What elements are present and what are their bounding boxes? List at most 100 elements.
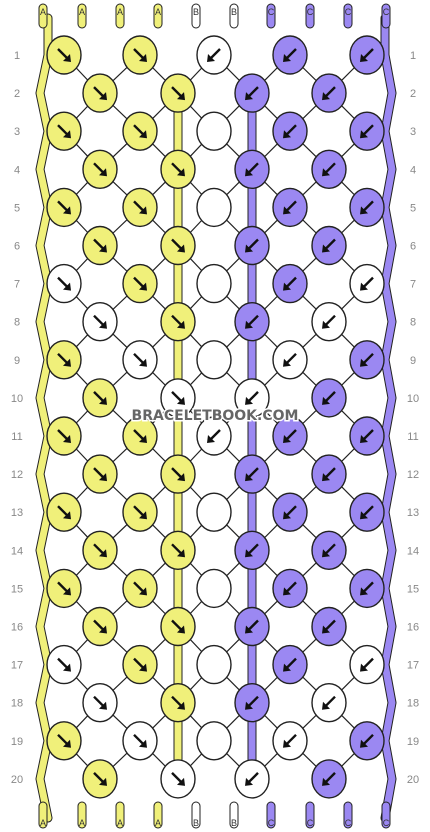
knot xyxy=(196,187,232,228)
row-number-left: 11 xyxy=(11,431,22,443)
knot xyxy=(196,111,232,151)
strand-label-bottom: C xyxy=(383,818,390,828)
strand-label-top: C xyxy=(383,7,390,17)
knot xyxy=(196,568,232,609)
arrow-down-left-icon xyxy=(322,86,336,101)
arrow-down-left-icon xyxy=(322,467,336,482)
arrow-down-left-icon xyxy=(360,581,374,596)
strand-label-bottom: B xyxy=(193,818,199,828)
arrow-down-left-icon xyxy=(245,695,259,710)
arrow-down-right-icon xyxy=(57,581,71,596)
knot xyxy=(196,263,232,304)
watermark: BRACELETBOOK.COM xyxy=(132,408,299,424)
arrow-down-right-icon xyxy=(133,505,147,520)
row-number-left: 17 xyxy=(11,660,23,672)
arrow-down-right-icon xyxy=(171,391,185,405)
arrow-down-left-icon xyxy=(283,581,297,596)
arrow-down-right-icon xyxy=(171,162,185,177)
arrow-down-right-icon xyxy=(133,733,147,748)
arrow-down-right-icon xyxy=(133,124,147,139)
arrow-down-right-icon xyxy=(93,543,107,558)
strand-label-top: A xyxy=(79,7,85,17)
row-number-right: 7 xyxy=(410,279,416,291)
row-number-left: 10 xyxy=(11,393,23,405)
arrow-down-left-icon xyxy=(207,429,221,443)
arrow-down-right-icon xyxy=(133,657,147,672)
strand-label-bottom: A xyxy=(155,818,161,828)
row-number-left: 5 xyxy=(14,202,20,214)
strand-label-bottom: A xyxy=(40,818,46,828)
row-number-left: 1 xyxy=(14,50,20,62)
arrow-down-left-icon xyxy=(322,391,336,405)
knot xyxy=(196,721,232,761)
arrow-down-left-icon xyxy=(360,505,374,520)
row-number-right: 11 xyxy=(407,431,418,443)
strand-label-bottom: C xyxy=(307,818,314,828)
arrow-down-left-icon xyxy=(245,772,259,786)
strand-label-bottom: A xyxy=(79,818,85,828)
row-number-left: 2 xyxy=(14,88,20,100)
arrow-down-left-icon xyxy=(283,352,297,367)
arrow-down-left-icon xyxy=(322,314,336,329)
arrow-down-left-icon xyxy=(360,124,374,139)
arrow-down-left-icon xyxy=(360,657,374,672)
strand-label-bottom: B xyxy=(231,818,237,828)
arrow-down-right-icon xyxy=(93,391,107,405)
arrow-down-right-icon xyxy=(57,505,71,520)
arrow-down-left-icon xyxy=(322,619,336,634)
row-number-left: 12 xyxy=(11,469,23,481)
strand-label-top: C xyxy=(268,7,275,17)
thread-purple-edge xyxy=(381,14,396,822)
arrow-down-left-icon xyxy=(360,429,374,443)
strand-label-top: A xyxy=(155,7,161,17)
row-number-left: 3 xyxy=(14,126,20,138)
row-number-right: 12 xyxy=(407,469,419,481)
row-number-left: 20 xyxy=(11,774,23,786)
row-number-right: 1 xyxy=(410,50,416,62)
arrow-down-right-icon xyxy=(93,86,107,101)
strand-label-top: B xyxy=(231,7,237,17)
row-number-left: 19 xyxy=(11,736,23,748)
arrow-down-right-icon xyxy=(93,772,107,786)
row-number-left: 9 xyxy=(14,355,20,367)
arrow-down-left-icon xyxy=(322,543,336,558)
arrow-down-right-icon xyxy=(171,314,185,329)
strand-label-bottom: C xyxy=(345,818,352,828)
arrow-down-right-icon xyxy=(93,467,107,482)
arrow-down-right-icon xyxy=(133,48,147,62)
arrow-down-right-icon xyxy=(133,581,147,596)
arrow-down-right-icon xyxy=(133,276,147,291)
row-number-right: 3 xyxy=(410,126,416,138)
row-number-right: 5 xyxy=(410,202,416,214)
arrow-down-left-icon xyxy=(245,543,259,558)
strand-label-top: A xyxy=(117,7,123,17)
strand-label-top: C xyxy=(345,7,352,17)
arrow-down-right-icon xyxy=(133,200,147,215)
strand-label-top: B xyxy=(193,7,199,17)
row-number-left: 15 xyxy=(11,583,23,595)
knot xyxy=(196,644,232,685)
arrow-down-left-icon xyxy=(245,86,259,101)
arrow-down-right-icon xyxy=(171,543,185,558)
row-number-right: 15 xyxy=(407,583,419,595)
arrow-down-right-icon xyxy=(133,352,147,367)
arrow-down-left-icon xyxy=(245,238,259,253)
strand-label-bottom: A xyxy=(117,818,123,828)
arrow-down-right-icon xyxy=(171,86,185,101)
row-number-right: 20 xyxy=(407,774,419,786)
strand-label-top: A xyxy=(40,7,46,17)
row-number-right: 16 xyxy=(407,622,419,634)
arrow-down-right-icon xyxy=(171,772,185,786)
arrow-down-left-icon xyxy=(360,352,374,367)
knot-layer xyxy=(46,35,385,799)
arrow-down-left-icon xyxy=(322,772,336,786)
row-number-right: 14 xyxy=(407,545,419,557)
arrow-down-left-icon xyxy=(245,619,259,634)
row-number-right: 6 xyxy=(410,241,416,253)
arrow-down-right-icon xyxy=(93,162,107,177)
arrow-down-right-icon xyxy=(93,619,107,634)
row-number-right: 9 xyxy=(410,355,416,367)
row-number-left: 13 xyxy=(11,507,23,519)
arrow-down-right-icon xyxy=(171,238,185,253)
